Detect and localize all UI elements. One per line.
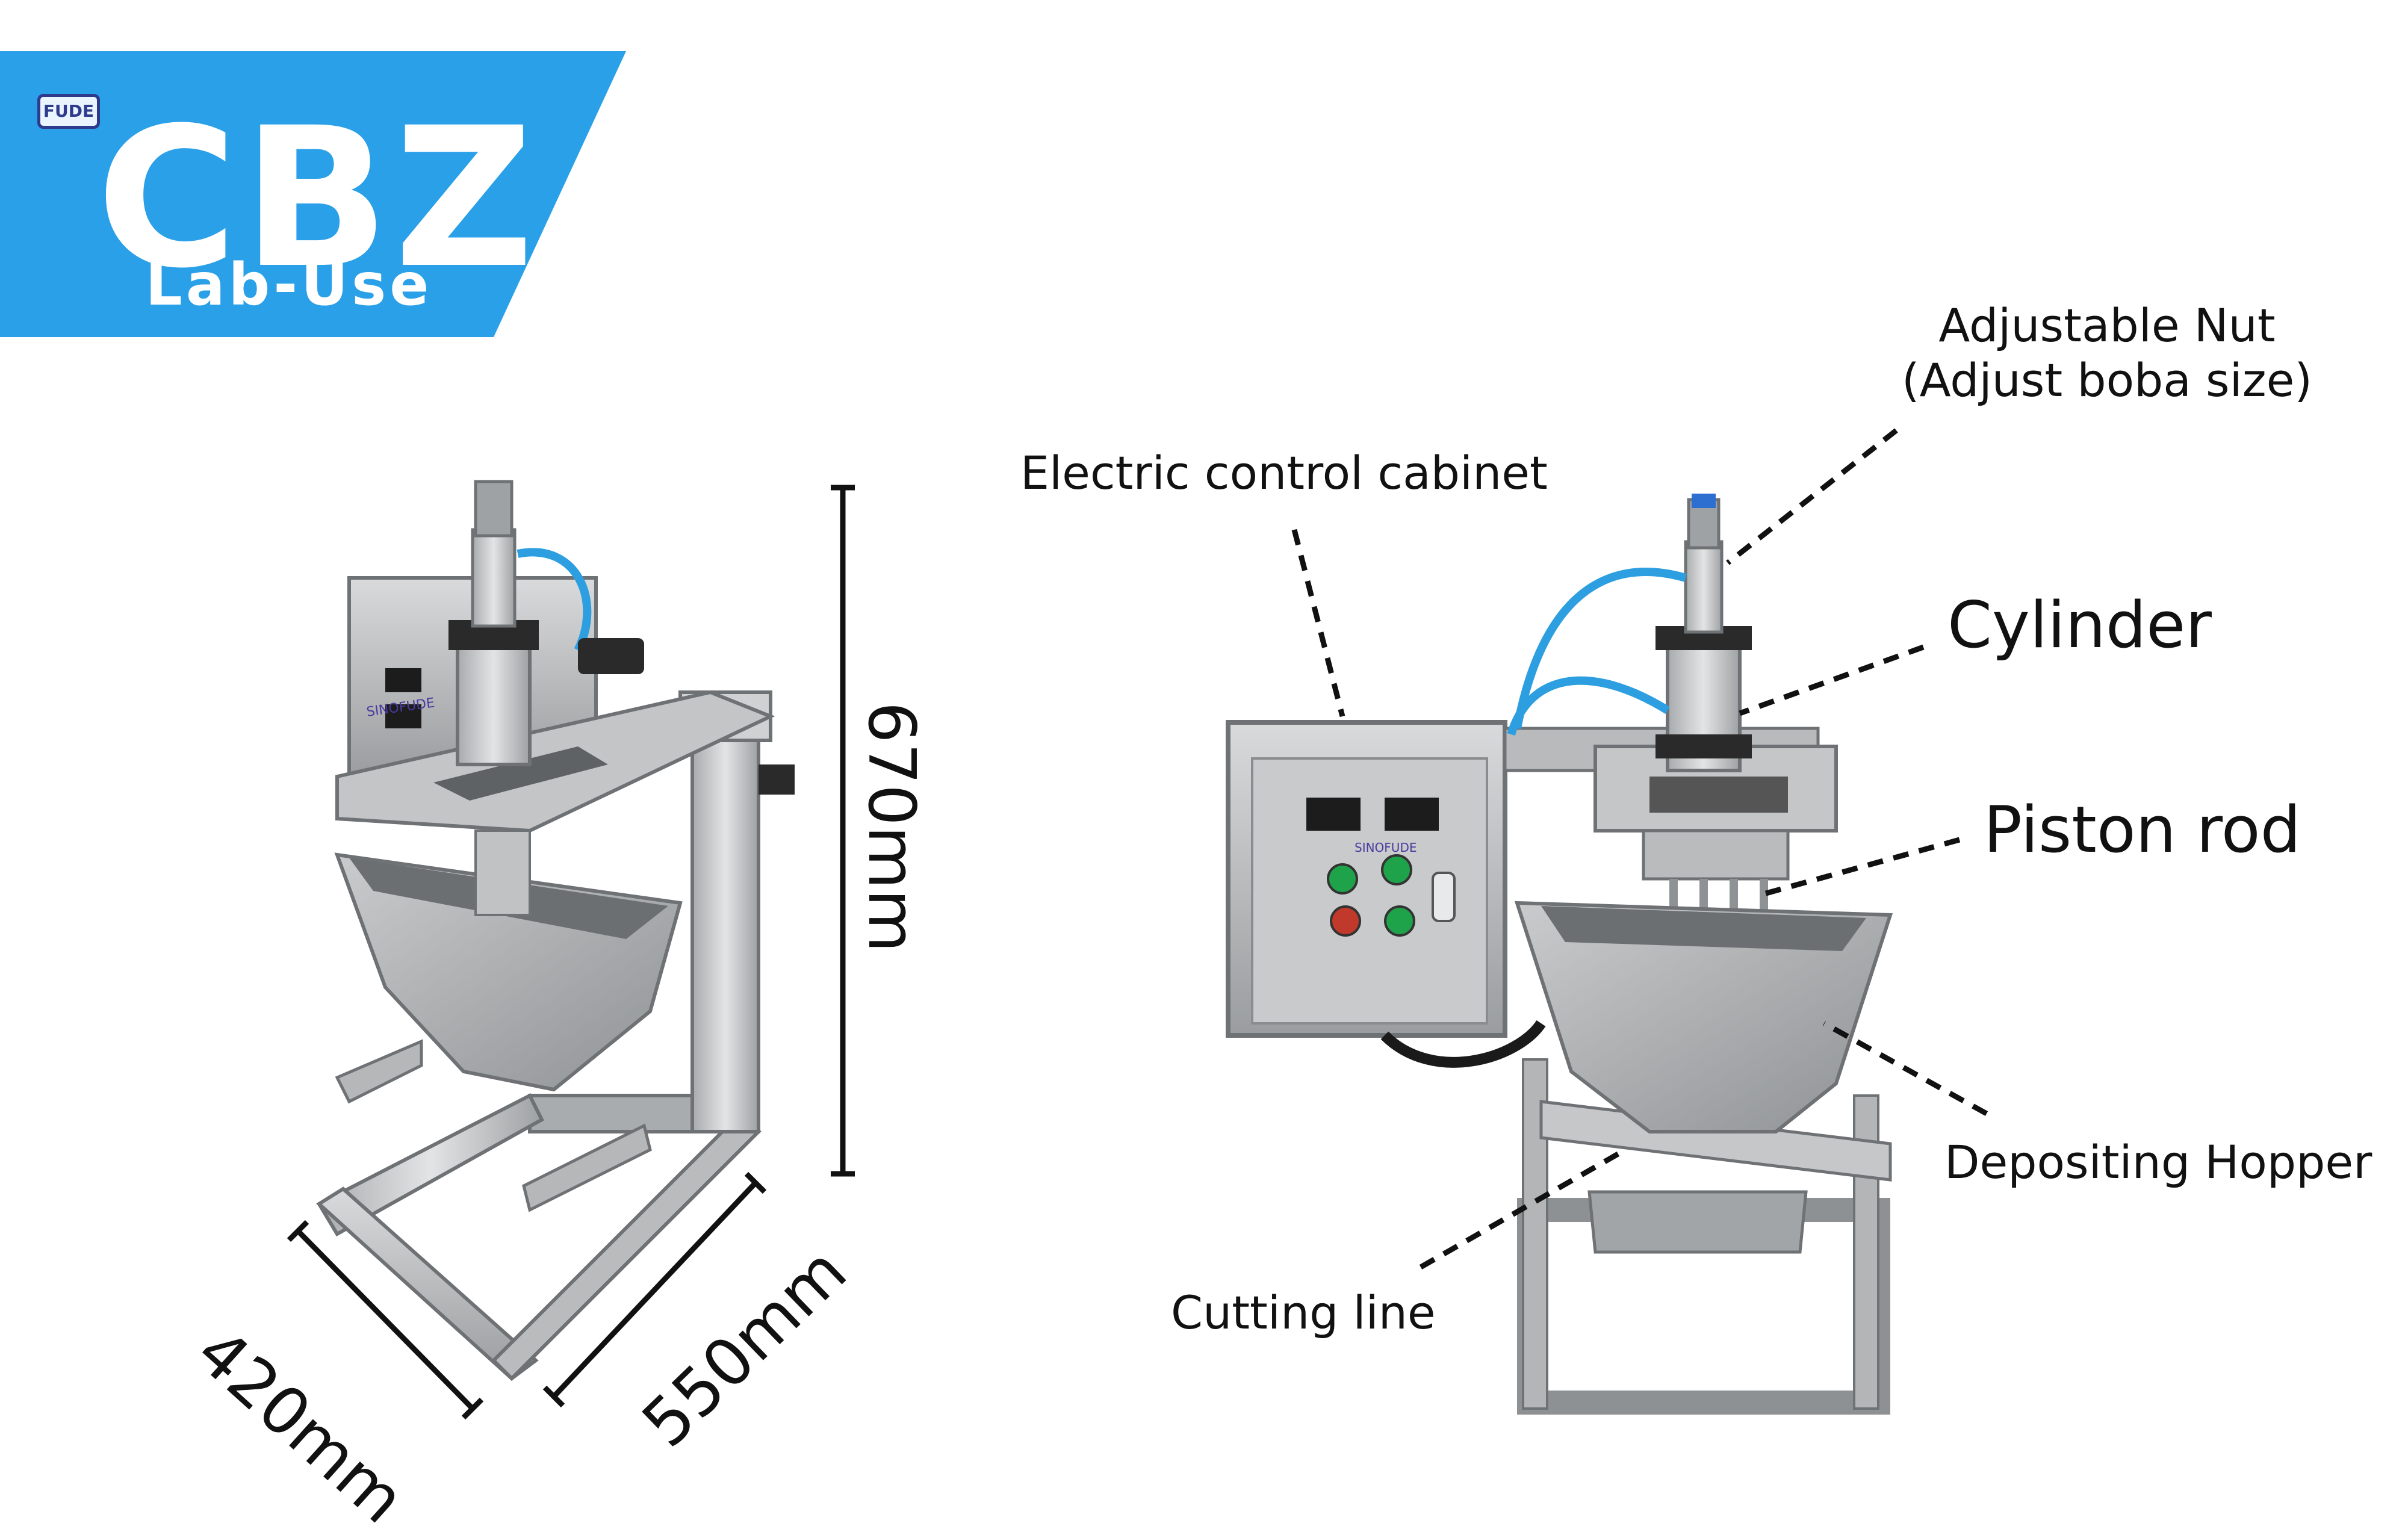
- label-piston-rod: Piston rod: [1984, 793, 2301, 867]
- depth-dim-cap-b: [461, 1397, 484, 1420]
- right-button-4: [1384, 905, 1415, 937]
- right-hopper: [1514, 901, 1893, 1133]
- dimension-lines: [287, 485, 855, 1420]
- right-machine: SINOFUDE: [1226, 494, 1893, 1415]
- width-dim-cap-a: [542, 1385, 565, 1408]
- left-cylinder-rod: [471, 528, 517, 628]
- right-button-2: [1381, 854, 1412, 885]
- left-hose: [517, 548, 592, 653]
- label-electric-cabinet: Electric control cabinet: [1020, 446, 1548, 500]
- right-door-latch: [1432, 872, 1456, 922]
- left-base-frame-front: [316, 1186, 539, 1381]
- left-rail-1: [335, 1039, 423, 1104]
- left-platform-hole: [433, 746, 608, 801]
- label-adjustable-nut-line2: (Adjust boba size): [1901, 353, 2313, 408]
- leader-lines: [1291, 428, 1988, 1270]
- leader-depositing-hopper: [1822, 1021, 1988, 1116]
- left-adjust-nut: [474, 480, 514, 538]
- left-base-frame-left: [316, 1093, 544, 1237]
- left-machine: SINOFUDE: [316, 480, 795, 1381]
- leader-piston-rod: [1763, 837, 1961, 897]
- width-dim-line: [551, 1180, 758, 1399]
- label-adjustable-nut: Adjustable Nut (Adjust boba size): [1878, 298, 2336, 408]
- fude-logo-badge: FUDE: [37, 94, 100, 129]
- width-dim-cap-b: [744, 1171, 767, 1194]
- left-cylinder-body: [456, 636, 532, 766]
- label-cylinder: Cylinder: [1947, 588, 2212, 662]
- leader-cutting-line: [1419, 1147, 1627, 1270]
- right-cylinder-rod: [1684, 540, 1724, 634]
- left-valve: [578, 638, 644, 674]
- product-diagram: FUDE CBZ Lab-Use: [0, 51, 2372, 1538]
- right-piston-block: [1642, 829, 1790, 881]
- banner-shape: [0, 51, 626, 337]
- left-side-valve: [759, 764, 795, 795]
- right-platform-hole: [1649, 777, 1788, 813]
- illustration-layer: SINOFUDE: [287, 428, 1988, 1420]
- right-adjust-nut-cap: [1692, 494, 1716, 508]
- leader-electric-cabinet: [1291, 529, 1345, 718]
- leader-adjustable-nut: [1726, 428, 1898, 565]
- right-display-1: [1306, 798, 1361, 831]
- right-hose-1: [1513, 568, 1687, 730]
- left-piston-rods: [474, 829, 531, 916]
- depth-dim-cap-a: [287, 1220, 309, 1242]
- right-panel-brand: SINOFUDE: [1354, 840, 1417, 855]
- left-column: [690, 721, 760, 1133]
- right-hose-2: [1507, 676, 1670, 736]
- left-rail-2: [522, 1123, 652, 1212]
- right-tray: [1587, 1190, 1808, 1254]
- banner-subtitle: Lab-Use: [145, 251, 433, 318]
- banner-title: CBZ: [96, 87, 539, 311]
- height-dimension-label: 670mm: [854, 701, 929, 953]
- label-depositing-hopper: Depositing Hopper: [1944, 1135, 2372, 1189]
- right-button-3: [1330, 905, 1361, 937]
- leader-cylinder: [1739, 644, 1925, 716]
- left-display-2: [385, 704, 421, 728]
- right-cylinder-cap-bottom: [1656, 734, 1752, 758]
- depth-dim-line: [296, 1229, 475, 1411]
- right-cable: [1380, 1020, 1546, 1068]
- brand-banner: [0, 51, 626, 337]
- label-adjustable-nut-line1: Adjustable Nut: [1938, 299, 2276, 352]
- right-hopper-mouth: [1541, 906, 1866, 951]
- right-display-2: [1385, 798, 1439, 831]
- right-button-1: [1327, 863, 1358, 895]
- left-display-1: [385, 668, 421, 692]
- label-cutting-line: Cutting line: [1171, 1286, 1436, 1339]
